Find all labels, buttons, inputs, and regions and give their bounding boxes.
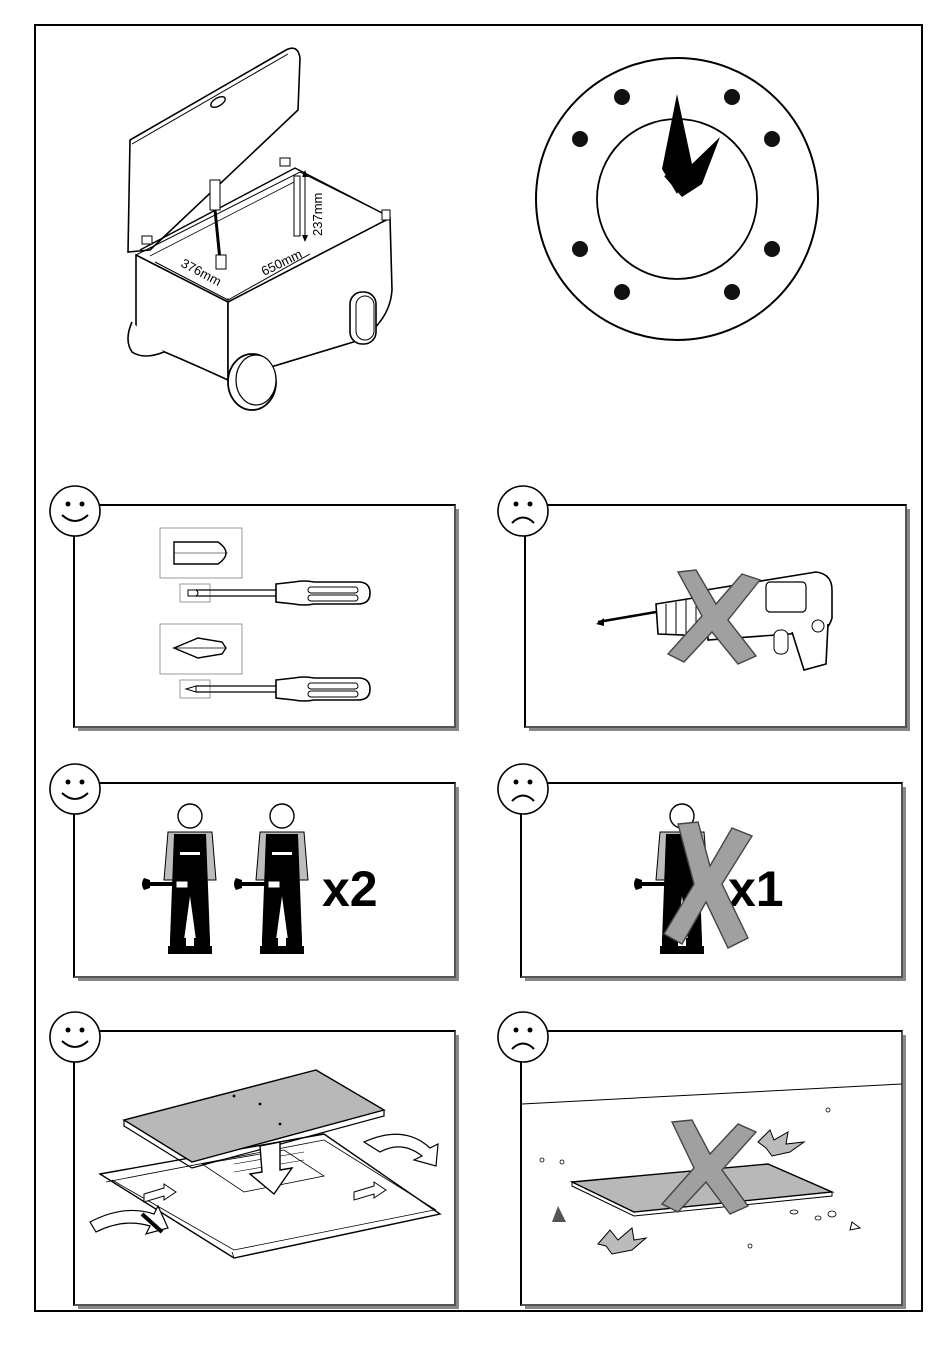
hour-marker-dot [572,131,588,147]
frown-icon [496,762,550,816]
assembly-time-clock [532,54,822,344]
two-workers-illustration: x2 [140,800,390,960]
hour-marker-dot [724,284,740,300]
worker-figure [142,804,216,954]
smiley-icon [48,484,102,538]
prohibited-cross-icon [658,1120,758,1216]
prohibited-cross-icon [664,570,764,666]
smiley-icon [48,762,102,816]
prohibited-cross-icon [660,820,756,950]
hour-marker-dot [764,131,780,147]
hour-marker-dot [724,89,740,105]
toy-box-illustration: 237mm 376mm 650mm [110,40,420,420]
worker-figure [234,804,308,954]
hour-marker-dot [572,241,588,257]
board-on-cardboard-illustration [84,1064,450,1264]
frown-icon [496,484,550,538]
people-count-label: x2 [322,861,378,917]
hour-marker-dot [614,89,630,105]
smiley-icon [48,1010,102,1064]
screwdrivers-illustration [158,524,378,704]
dimension-height: 237mm [310,193,325,236]
hour-marker-dot [764,241,780,257]
frown-icon [496,1010,550,1064]
hour-marker-dot [614,284,630,300]
